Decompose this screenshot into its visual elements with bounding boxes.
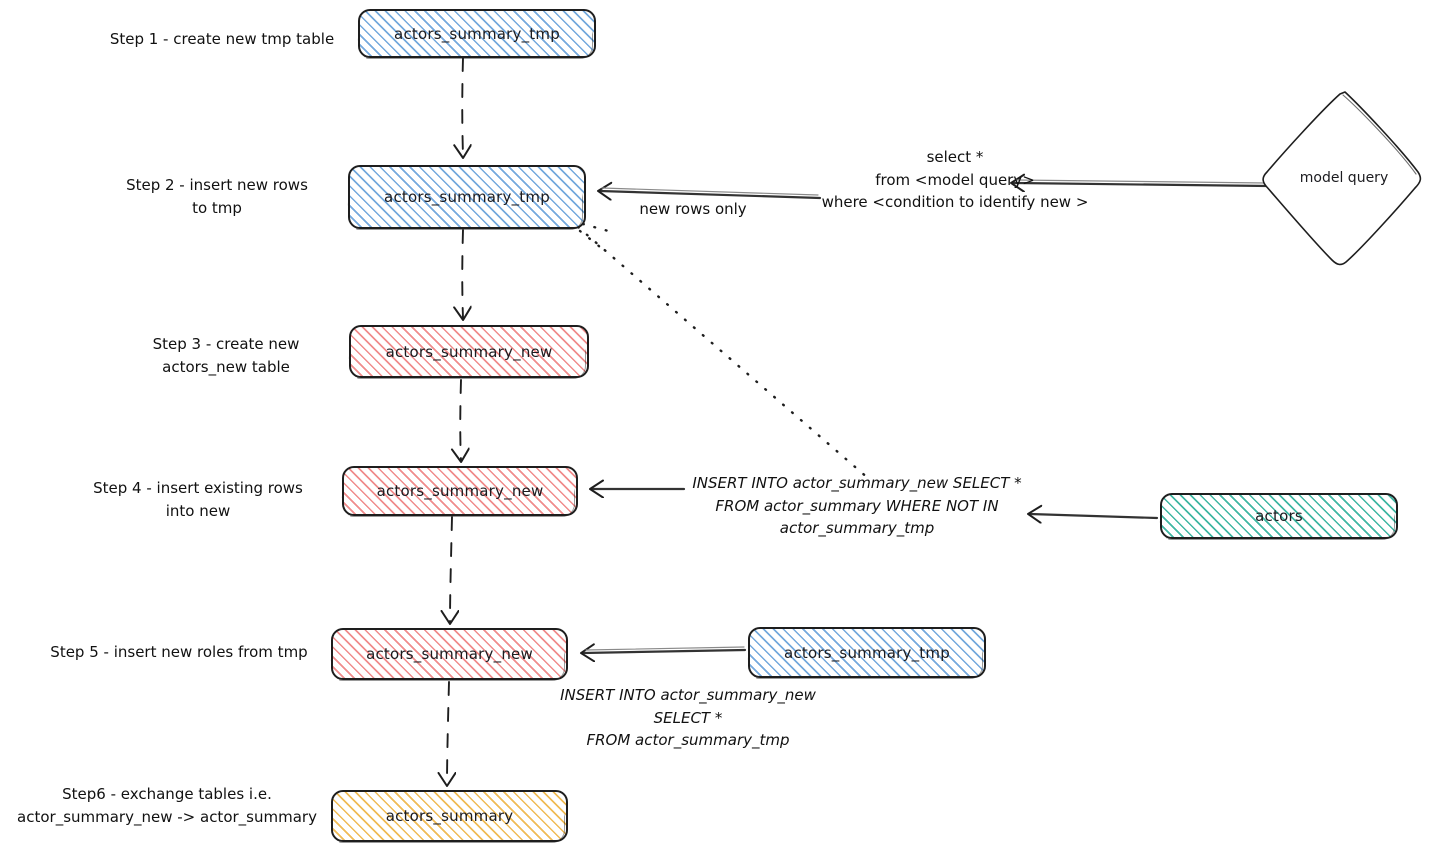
edge-label-model-query-sql: select * from <model query> where <condi… xyxy=(821,148,1089,211)
edge-label-insert-tmp-sql: INSERT INTO actor_summary_new SELECT * F… xyxy=(560,686,816,749)
step-label-4: Step 4 - insert existing rows into new xyxy=(93,479,303,521)
edge-label-new-rows-only: new rows only xyxy=(639,200,747,218)
dotted-connector-step2-to-step4-sql xyxy=(576,222,871,481)
node-label: actors_summary_new xyxy=(366,645,533,663)
node-label: actors xyxy=(1255,507,1303,525)
node-actors-source[interactable]: actors xyxy=(1160,493,1398,539)
node-actors-summary-new-step4[interactable]: actors_summary_new xyxy=(342,466,578,516)
step-label-2: Step 2 - insert new rows to tmp xyxy=(126,176,308,218)
node-label: actors_summary_tmp xyxy=(394,24,560,43)
arrow-sql-to-step2 xyxy=(600,188,822,198)
node-label: actors_summary_new xyxy=(385,342,553,361)
node-label: model query xyxy=(1299,170,1389,186)
step-label-6: Step6 - exchange tables i.e. actor_summa… xyxy=(17,785,317,827)
edge-label-insert-existing-sql: INSERT INTO actor_summary_new SELECT * F… xyxy=(692,474,1022,537)
step-label-1: Step 1 - create new tmp table xyxy=(109,30,335,48)
arrow-step2-to-step3 xyxy=(462,229,463,318)
node-label: actors_summary xyxy=(385,807,514,825)
arrow-step3-to-step4 xyxy=(460,379,461,460)
node-actors-summary-new-step5[interactable]: actors_summary_new xyxy=(331,628,568,680)
arrow-step4-to-step5 xyxy=(450,516,452,622)
node-actors-summary-tmp-step2[interactable]: actors_summary_tmp xyxy=(348,165,586,229)
node-label: actors_summary_new xyxy=(376,482,544,500)
step-label-3: Step 3 - create new actors_new table xyxy=(152,335,300,377)
node-label: actors_summary_tmp xyxy=(384,188,550,206)
node-label: actors_summary_tmp xyxy=(784,643,950,662)
arrow-actors-to-sql xyxy=(1030,514,1159,518)
step-label-5: Step 5 - insert new roles from tmp xyxy=(50,643,308,661)
arrow-step1-to-step2 xyxy=(462,57,463,156)
node-actors-summary-new-step3[interactable]: actors_summary_new xyxy=(349,325,589,378)
node-actors-summary-step6[interactable]: actors_summary xyxy=(331,790,568,842)
node-actors-summary-tmp-step1[interactable]: actors_summary_tmp xyxy=(358,9,596,58)
node-model-query[interactable]: model query xyxy=(1266,92,1422,264)
node-actors-summary-tmp-step5-source[interactable]: actors_summary_tmp xyxy=(748,627,986,678)
arrow-tmp-to-step5 xyxy=(583,647,747,653)
arrow-step5-to-step6 xyxy=(447,681,449,784)
